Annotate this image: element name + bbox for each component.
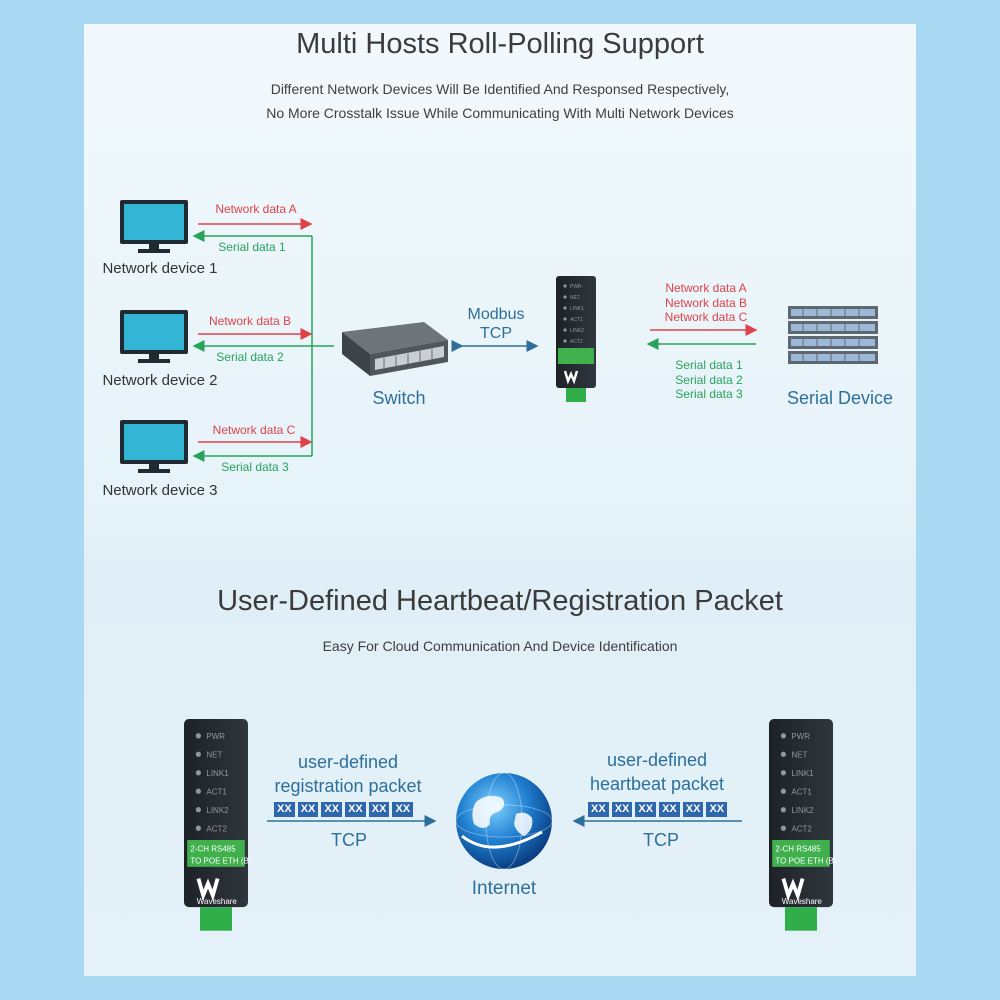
led-link2-label: LINK2 [570, 328, 584, 334]
model-label: TO POE ETH (B) [775, 856, 836, 865]
packet-byte: XX [321, 802, 342, 817]
section2-subtitle: Easy For Cloud Communication And Device … [323, 638, 678, 654]
packet-byte: XX [345, 802, 366, 817]
led-act1-label: ACT1 [791, 787, 812, 796]
rs485-converter-device: PWR NET LINK1 ACT1 LINK2 ACT2 [556, 276, 596, 402]
led-pwr-label: PWR [570, 284, 582, 290]
packet-byte: XX [298, 802, 319, 817]
led-link2-label: LINK2 [791, 806, 814, 815]
led-act2-label: ACT2 [206, 824, 227, 833]
serial-data-label: Serial data 1 [218, 240, 285, 254]
model-label: TO POE ETH (B) [190, 856, 251, 865]
monitor-icon [120, 420, 188, 473]
brand-label: Waveshare [782, 897, 823, 906]
led-act1-label: ACT1 [570, 317, 583, 323]
led-pwr-label: PWR [206, 732, 225, 741]
packet-byte: XX [635, 802, 656, 817]
packet-byte: XX [659, 802, 680, 817]
serial-device-label: Serial Device [787, 388, 893, 409]
led-link1-label: LINK1 [206, 769, 229, 778]
packet-byte: XX [274, 802, 295, 817]
led-link1-label: LINK1 [570, 306, 584, 312]
led-pwr-label: PWR [791, 732, 810, 741]
packet-byte: XX [588, 802, 609, 817]
led-act1-label: ACT1 [206, 787, 227, 796]
tcp-label: TCP [643, 830, 679, 851]
globe-icon [456, 773, 552, 869]
diagram-graphics: PWR NET LINK1 ACT1 LINK2 ACT2 PWR NET LI… [84, 24, 916, 976]
led-act2-label: ACT2 [791, 824, 812, 833]
packet-bytes: XX XX XX XX XX XX [588, 802, 727, 817]
packet-byte: XX [392, 802, 413, 817]
led-link1-label: LINK1 [791, 769, 814, 778]
tcp-label: TCP [480, 325, 512, 343]
packet-label: registration packet [274, 776, 421, 797]
infographic-card: PWR NET LINK1 ACT1 LINK2 ACT2 PWR NET LI… [84, 24, 916, 976]
switch-icon [342, 322, 448, 376]
network-data-label: Network data A [665, 281, 746, 295]
network-data-label: Network data C [213, 423, 296, 437]
network-device-label: Network device 1 [102, 260, 217, 277]
network-device-label: Network device 3 [102, 482, 217, 499]
serial-data-label: Serial data 3 [221, 460, 288, 474]
tcp-label: TCP [331, 830, 367, 851]
server-rack-icon [788, 306, 878, 364]
monitor-icon [120, 310, 188, 363]
network-data-label: Network data B [209, 314, 291, 328]
internet-label: Internet [472, 878, 536, 900]
switch-label: Switch [372, 388, 425, 409]
section2-title: User-Defined Heartbeat/Registration Pack… [217, 585, 783, 618]
serial-data-label: Serial data 2 [216, 350, 283, 364]
section1-subtitle: No More Crosstalk Issue While Communicat… [266, 105, 734, 121]
led-net-label: NET [570, 295, 580, 301]
packet-byte: XX [683, 802, 704, 817]
serial-data-bus [312, 236, 334, 456]
led-link2-label: LINK2 [206, 806, 229, 815]
brand-label: Waveshare [197, 897, 238, 906]
rs485-converter-device: PWR NET LINK1 ACT1 LINK2 ACT2 2-CH RS485… [184, 719, 252, 931]
led-net-label: NET [206, 750, 222, 759]
section1-subtitle: Different Network Devices Will Be Identi… [271, 81, 730, 97]
section1-title: Multi Hosts Roll-Polling Support [296, 28, 704, 61]
packet-bytes: XX XX XX XX XX XX [274, 802, 413, 817]
packet-byte: XX [706, 802, 727, 817]
packet-byte: XX [612, 802, 633, 817]
serial-data-label: Serial data 1 [675, 358, 742, 372]
packet-label: user-defined [607, 750, 707, 771]
monitor-icon [120, 200, 188, 253]
rs485-converter-device: PWR NET LINK1 ACT1 LINK2 ACT2 2-CH RS485… [769, 719, 837, 931]
packet-byte: XX [369, 802, 390, 817]
network-data-label: Network data A [215, 202, 296, 216]
network-device-label: Network device 2 [102, 372, 217, 389]
model-label: 2-CH RS485 [775, 845, 821, 854]
packet-label: heartbeat packet [590, 774, 724, 795]
network-data-label: Network data B [665, 296, 747, 310]
network-data-label: Network data C [665, 310, 748, 324]
serial-data-label: Serial data 3 [675, 387, 742, 401]
modbus-label: Modbus [468, 306, 525, 324]
packet-label: user-defined [298, 752, 398, 773]
serial-data-label: Serial data 2 [675, 373, 742, 387]
model-label: 2-CH RS485 [190, 845, 236, 854]
led-act2-label: ACT2 [570, 339, 583, 345]
led-net-label: NET [791, 750, 807, 759]
